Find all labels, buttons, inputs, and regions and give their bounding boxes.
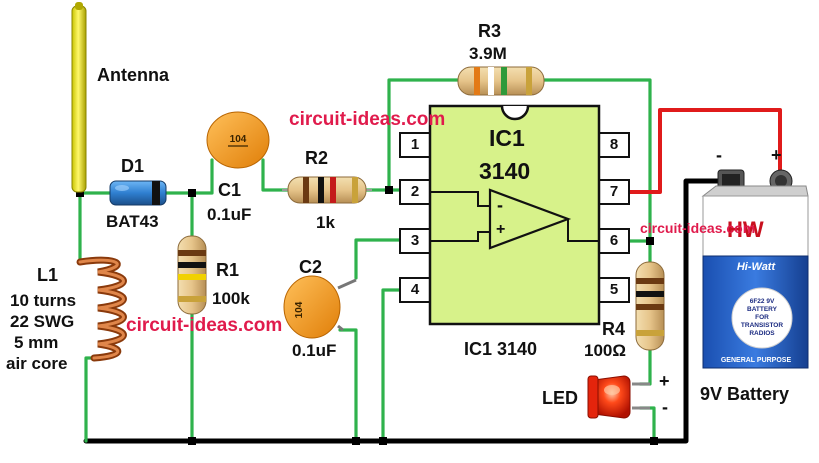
opamp-noninverting-sign: + bbox=[496, 221, 506, 238]
r1-value-label: 100k bbox=[212, 289, 250, 308]
battery-label: 9V Battery bbox=[700, 384, 790, 404]
led bbox=[587, 375, 650, 419]
ic1-pin-6: 6 bbox=[609, 232, 619, 249]
r2-value-label: 1k bbox=[316, 213, 335, 232]
battery-brand-logo: HW bbox=[727, 217, 764, 242]
battery-footer: GENERAL PURPOSE bbox=[721, 357, 792, 364]
watermark-bottom: circuit-ideas.com bbox=[126, 315, 283, 336]
resistor-r2 bbox=[282, 176, 372, 204]
resistor-r4 bbox=[635, 261, 665, 351]
ic1-pin-7: 7 bbox=[609, 183, 619, 200]
c2-value-label: 0.1uF bbox=[292, 341, 337, 360]
battery-spec-3: FOR bbox=[755, 314, 769, 321]
c1-code: 104 bbox=[230, 134, 247, 145]
resistor-r3 bbox=[457, 66, 545, 96]
capacitor-c2: 104 bbox=[283, 275, 357, 339]
c2-code: 104 bbox=[294, 301, 305, 318]
watermark-right: circuit-ideas.com bbox=[640, 220, 756, 236]
ic1-package bbox=[399, 104, 630, 326]
r3-value-label: 3.9M bbox=[469, 44, 507, 63]
l1-spec-turns: 10 turns bbox=[10, 291, 77, 310]
c1-label: C1 bbox=[218, 180, 242, 200]
l1-label: L1 bbox=[37, 265, 59, 285]
c1-value-label: 0.1uF bbox=[207, 205, 252, 224]
capacitor-c1: 104 bbox=[206, 111, 270, 169]
r1-label: R1 bbox=[216, 260, 240, 280]
ic1-pin-1: 1 bbox=[410, 136, 420, 153]
watermark-top: circuit-ideas.com bbox=[289, 109, 446, 130]
r4-value-label: 100Ω bbox=[584, 341, 626, 360]
r4-label: R4 bbox=[602, 319, 626, 339]
battery-spec-4: TRANSISTOR bbox=[741, 322, 783, 329]
ic1-title-line2: 3140 bbox=[479, 158, 531, 184]
c2-label: C2 bbox=[299, 257, 323, 277]
battery-positive-wire bbox=[630, 108, 782, 194]
battery-spec-1: 6F22 9V bbox=[750, 298, 775, 305]
d1-label: D1 bbox=[121, 156, 145, 176]
ic1-pin-2: 2 bbox=[410, 183, 420, 200]
ic1-caption: IC1 3140 bbox=[464, 339, 538, 359]
battery-brand-line: Hi-Watt bbox=[737, 261, 777, 273]
ic1-title-line1: IC1 bbox=[489, 125, 525, 151]
diode-d1 bbox=[109, 180, 167, 206]
led-label: LED bbox=[542, 388, 578, 408]
l1-spec-core: air core bbox=[6, 354, 68, 373]
antenna-label: Antenna bbox=[97, 65, 169, 85]
battery-spec-2: BATTERY bbox=[747, 306, 778, 313]
l1-spec-swg: 22 SWG bbox=[10, 312, 75, 331]
battery-minus-sign: - bbox=[716, 145, 722, 165]
ic1-pin-3: 3 bbox=[410, 232, 420, 249]
opamp-inverting-sign: - bbox=[497, 195, 503, 215]
junction-dots bbox=[76, 186, 658, 445]
r2-label: R2 bbox=[305, 148, 329, 168]
battery-plus-sign: + bbox=[771, 145, 782, 165]
resistor-r1 bbox=[177, 235, 207, 315]
d1-part-label: BAT43 bbox=[106, 212, 159, 231]
antenna-wire bbox=[71, 2, 87, 193]
l1-spec-diameter: 5 mm bbox=[14, 333, 59, 352]
r3-label: R3 bbox=[478, 21, 502, 41]
inductor-l1 bbox=[76, 256, 127, 362]
ic1-pin-5: 5 bbox=[609, 281, 619, 298]
led-minus-sign: - bbox=[662, 397, 668, 417]
battery-spec-5: RADIOS bbox=[749, 330, 775, 337]
led-plus-sign: + bbox=[659, 371, 670, 391]
battery-9v: HW Hi-Watt 6F22 9V BATTERY FOR TRANSISTO… bbox=[701, 169, 809, 369]
ic1-pin-8: 8 bbox=[609, 136, 619, 153]
ic1-pin-4: 4 bbox=[410, 281, 420, 298]
